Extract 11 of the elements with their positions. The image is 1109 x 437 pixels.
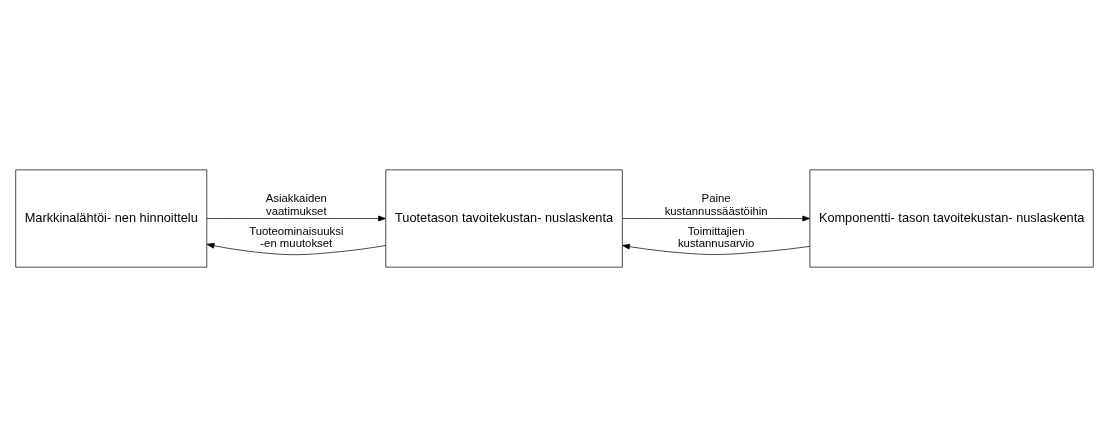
- edge-label: Paine kustannussäästöihin: [664, 192, 768, 217]
- edge-label: Toimittajien kustannusarvio: [677, 224, 755, 250]
- edge-label: Tuoteominaisuuksi -en muutokset: [249, 224, 344, 250]
- node-box: Komponentti- tason tavoitekustan- nuslaskenta: [809, 169, 1094, 268]
- arrow: [622, 243, 811, 255]
- arrow: [206, 242, 386, 256]
- edge-label: Asiakkaiden vaatimukset: [265, 192, 327, 217]
- arrow: [622, 215, 811, 222]
- node-box: Markkinalähtöi- nen hinnoittelu: [15, 169, 208, 268]
- arrow: [206, 215, 386, 222]
- node-box: Tuotetason tavoitekustan- nuslaskenta: [385, 169, 623, 268]
